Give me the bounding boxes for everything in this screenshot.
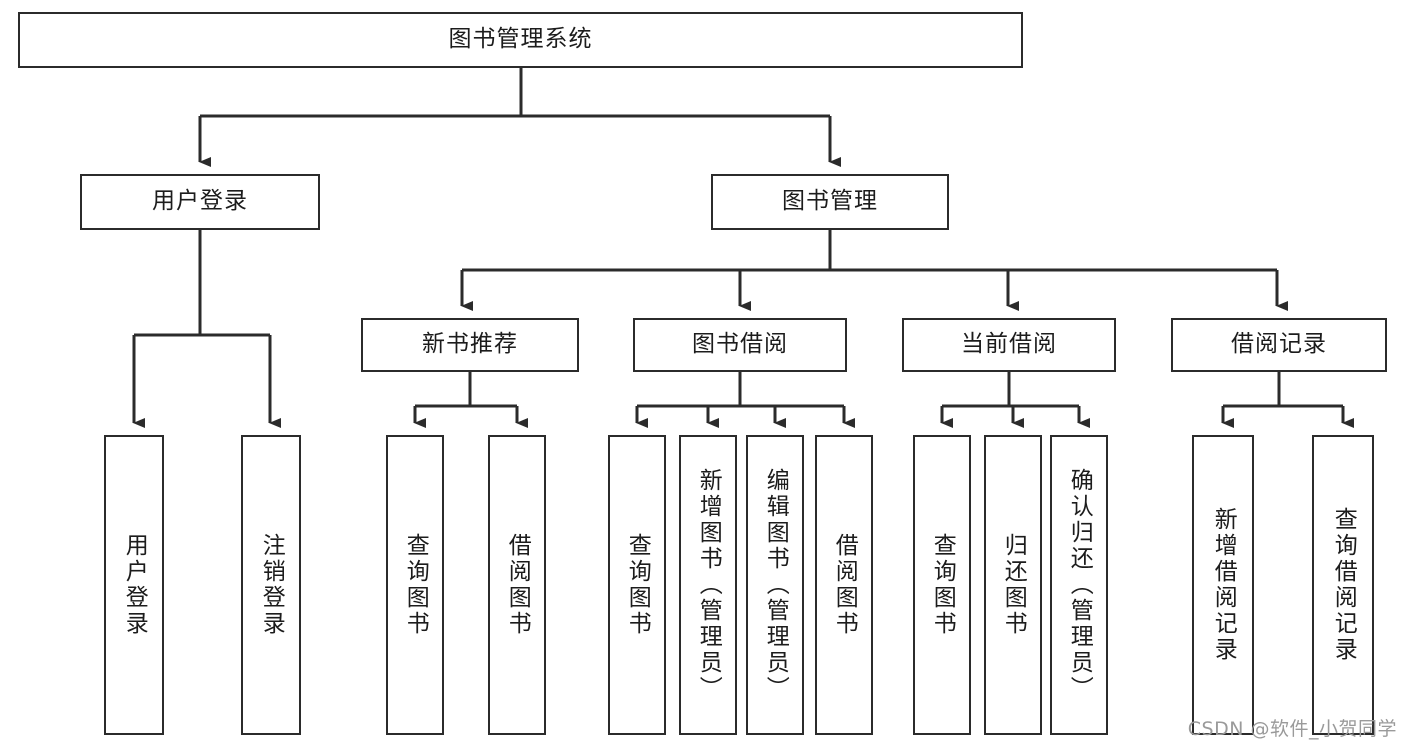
leaf-node-2[interactable]: 查询图书 (386, 435, 444, 735)
node-label: 注销登录 (258, 533, 285, 637)
level2-node-1[interactable]: 图书借阅 (633, 318, 847, 372)
leaf-node-7[interactable]: 借阅图书 (815, 435, 873, 735)
root-node[interactable]: 图书管理系统 (18, 12, 1023, 68)
node-label: 用户登录 (121, 533, 148, 637)
node-label: 当前借阅 (961, 331, 1057, 358)
level2-node-0[interactable]: 新书推荐 (361, 318, 579, 372)
node-label: 图书管理系统 (448, 26, 593, 53)
node-label: 查询借阅记录 (1330, 507, 1357, 663)
leaf-node-4[interactable]: 查询图书 (608, 435, 666, 735)
leaf-node-8[interactable]: 查询图书 (913, 435, 971, 735)
node-label: 归还图书 (1000, 533, 1027, 637)
leaf-node-11[interactable]: 新增借阅记录 (1192, 435, 1254, 735)
level1-node-1[interactable]: 图书管理 (711, 174, 949, 230)
leaf-node-5[interactable]: 新增图书（管理员） (679, 435, 737, 735)
leaf-node-10[interactable]: 确认归还（管理员） (1050, 435, 1108, 735)
node-label: 查询图书 (929, 533, 956, 637)
leaf-node-1[interactable]: 注销登录 (241, 435, 301, 735)
connector-lines (132, 68, 1354, 428)
node-label: 确认归还（管理员） (1066, 468, 1093, 702)
node-label: 新增借阅记录 (1210, 507, 1237, 663)
node-label: 新书推荐 (422, 331, 518, 358)
node-label: 借阅记录 (1231, 331, 1327, 358)
node-label: 图书借阅 (692, 331, 788, 358)
node-label: 查询图书 (624, 533, 651, 637)
node-label: 图书管理 (782, 188, 878, 215)
leaf-node-6[interactable]: 编辑图书（管理员） (746, 435, 804, 735)
node-label: 借阅图书 (504, 533, 531, 637)
node-label: 查询图书 (402, 533, 429, 637)
level2-node-2[interactable]: 当前借阅 (902, 318, 1116, 372)
node-label: 用户登录 (152, 188, 248, 215)
leaf-node-12[interactable]: 查询借阅记录 (1312, 435, 1374, 735)
node-label: 新增图书（管理员） (695, 468, 722, 702)
node-label: 借阅图书 (831, 533, 858, 637)
watermark-text: CSDN @软件_小贺同学 (1187, 718, 1397, 740)
leaf-node-0[interactable]: 用户登录 (104, 435, 164, 735)
level1-node-0[interactable]: 用户登录 (80, 174, 320, 230)
node-label: 编辑图书（管理员） (762, 468, 789, 702)
leaf-node-3[interactable]: 借阅图书 (488, 435, 546, 735)
leaf-node-9[interactable]: 归还图书 (984, 435, 1042, 735)
level2-node-3[interactable]: 借阅记录 (1171, 318, 1387, 372)
